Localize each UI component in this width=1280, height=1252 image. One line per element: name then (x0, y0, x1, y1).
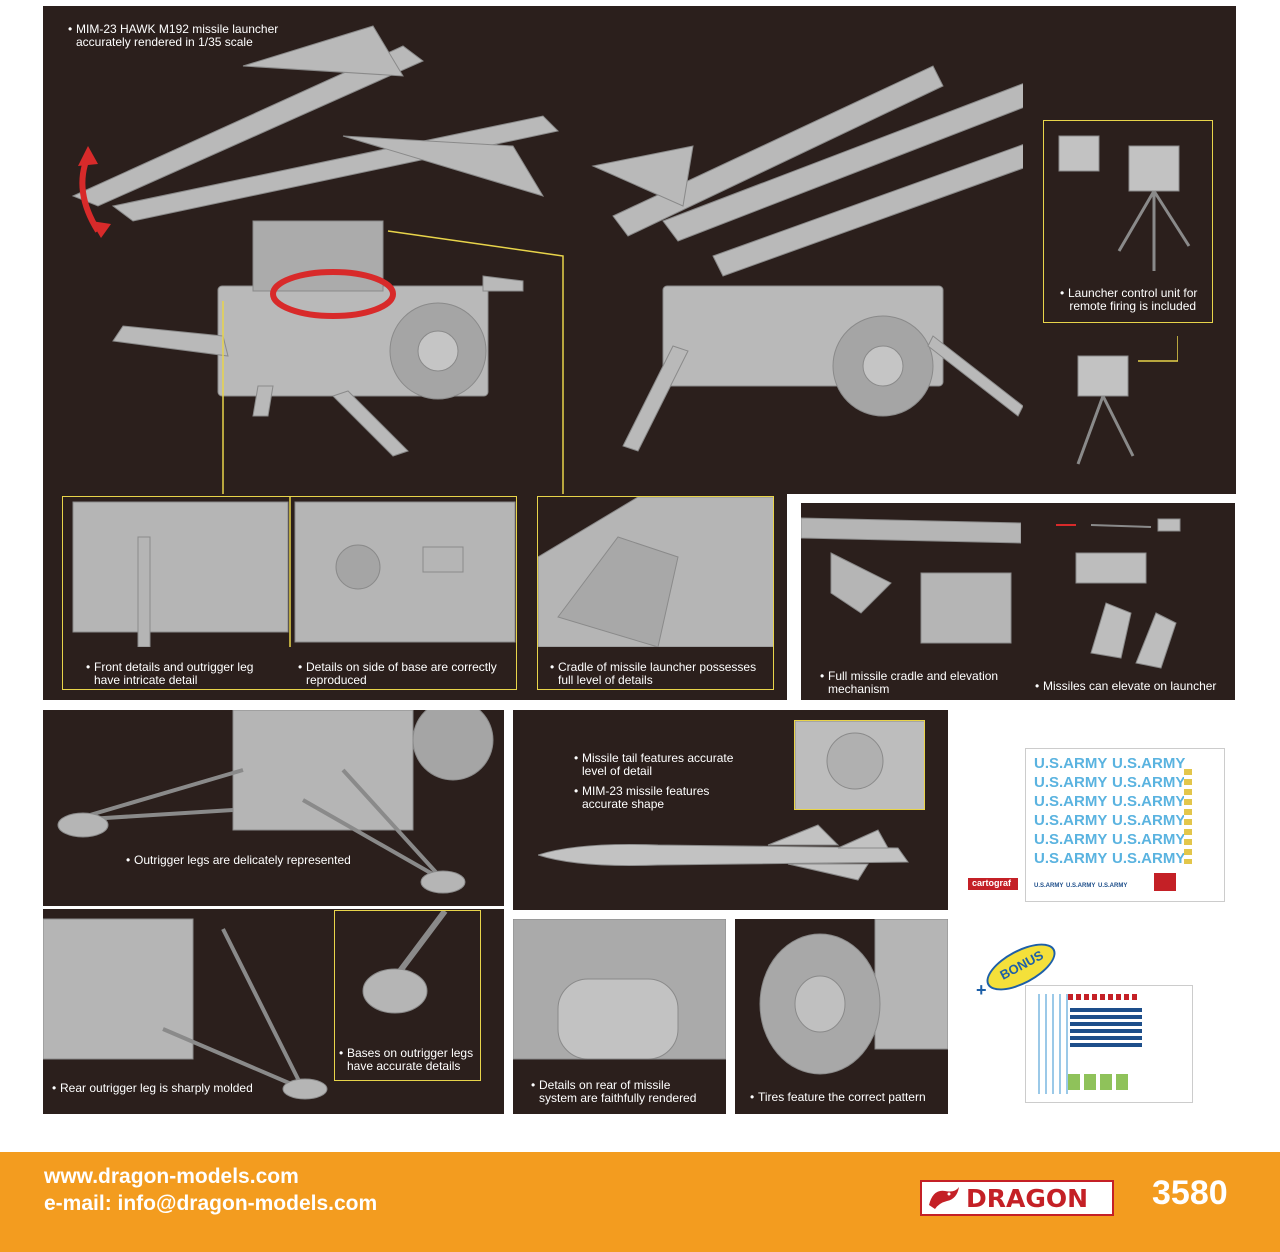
brand-name: DRAGON (966, 1184, 1089, 1213)
decal-usa-small-2: U.S.ARMY (1066, 883, 1096, 889)
decal-usa-11: U.S.ARMY (1034, 850, 1108, 867)
decal-sheet-main: U.S.ARMY U.S.ARMY U.S.ARMY U.S.ARMY U.S.… (1025, 748, 1225, 902)
bonus-caution-block (1070, 1008, 1142, 1050)
decal-usa-2: U.S.ARMY (1112, 755, 1186, 772)
tail-detail-box (794, 720, 925, 810)
decal-usa-9: U.S.ARMY (1034, 831, 1108, 848)
decal-usa-12: U.S.ARMY (1112, 850, 1186, 867)
caption-outrigger-legs: Outrigger legs are delicately represente… (126, 854, 351, 868)
caption-side-details: Details on side of base are correctly re… (298, 661, 497, 687)
caption-main-title: MIM-23 HAWK M192 missile launcher accura… (68, 23, 278, 49)
caption-control-unit: Launcher control unit for remote firing … (1060, 287, 1197, 313)
bonus-green-marks (1068, 1074, 1128, 1090)
caption-missile-shape: MIM-23 missile features accurate shape (574, 785, 709, 811)
decal-usa-8: U.S.ARMY (1112, 812, 1186, 829)
control-unit-box: Launcher control unit for remote firing … (1043, 120, 1213, 323)
decal-sheet-bonus (1025, 985, 1193, 1103)
cradle-details-box: Cradle of missile launcher possesses ful… (537, 496, 774, 690)
bonus-plus-icon: + (976, 980, 987, 1000)
missile-render (538, 824, 909, 881)
decal-yellow-strip (1184, 769, 1192, 864)
caption-tail-detail: Missile tail features accurate level of … (574, 752, 733, 778)
decal-red-mark (1154, 873, 1176, 891)
caption-bases: Bases on outrigger legs have accurate de… (339, 1047, 473, 1073)
decal-usa-5: U.S.ARMY (1034, 793, 1108, 810)
dragon-logo: DRAGON (920, 1180, 1114, 1216)
email-link[interactable]: e-mail: info@dragon-models.com (44, 1192, 378, 1215)
bases-box: Bases on outrigger legs have accurate de… (334, 910, 481, 1081)
caption-front-details: Front details and outrigger leg have int… (86, 661, 253, 687)
outrigger-panel: Outrigger legs are delicately represente… (43, 710, 504, 906)
bonus-lines (1038, 994, 1068, 1094)
decal-usa-small-3: U.S.ARMY (1098, 883, 1128, 889)
details-panel: Front details and outrigger leg have int… (43, 494, 787, 700)
launcher-render-left (71, 25, 564, 494)
dragon-emblem-icon (929, 1187, 959, 1209)
cartograf-text: cartograf (972, 878, 1012, 888)
cartograf-label: cartograf (968, 878, 1018, 890)
decal-usa-7: U.S.ARMY (1034, 812, 1108, 829)
cradle-render (801, 517, 1021, 644)
rotation-arrow (270, 269, 396, 319)
decal-usa-10: U.S.ARMY (1112, 831, 1186, 848)
caption-elevation: Full missile cradle and elevation mechan… (820, 670, 998, 696)
caption-rear-system: Details on rear of missile system are fa… (531, 1079, 696, 1105)
elevation-panel: Full missile cradle and elevation mechan… (801, 503, 1235, 700)
tires-panel: Tires feature the correct pattern (735, 919, 948, 1114)
decal-usa-6: U.S.ARMY (1112, 793, 1186, 810)
decal-usa-small-1: U.S.ARMY (1034, 883, 1064, 889)
bonus-text: BONUS (997, 947, 1046, 983)
missile-parts (1056, 518, 1181, 669)
caption-tires: Tires feature the correct pattern (750, 1091, 926, 1105)
launcher-render-right (591, 65, 1023, 452)
item-number: 3580 (1152, 1174, 1228, 1212)
decal-usa-3: U.S.ARMY (1034, 774, 1108, 791)
rear-outrigger-panel: Bases on outrigger legs have accurate de… (43, 909, 504, 1114)
bonus-red-row (1068, 994, 1138, 1000)
decal-usa-4: U.S.ARMY (1112, 774, 1186, 791)
main-render-panel: Launcher control unit for remote firing … (43, 6, 1236, 494)
website-link[interactable]: www.dragon-models.com (44, 1165, 299, 1188)
missile-panel: Missile tail features accurate level of … (513, 710, 948, 910)
rear-system-panel: Details on rear of missile system are fa… (513, 919, 726, 1114)
decal-usa-1: U.S.ARMY (1034, 755, 1108, 772)
front-details-box: Front details and outrigger leg have int… (62, 496, 517, 690)
control-unit-small (1076, 336, 1178, 465)
caption-rear-outrigger: Rear outrigger leg is sharply molded (52, 1082, 253, 1096)
caption-cradle-details: Cradle of missile launcher possesses ful… (550, 661, 756, 687)
caption-missiles-elevate: Missiles can elevate on launcher (1035, 680, 1216, 694)
